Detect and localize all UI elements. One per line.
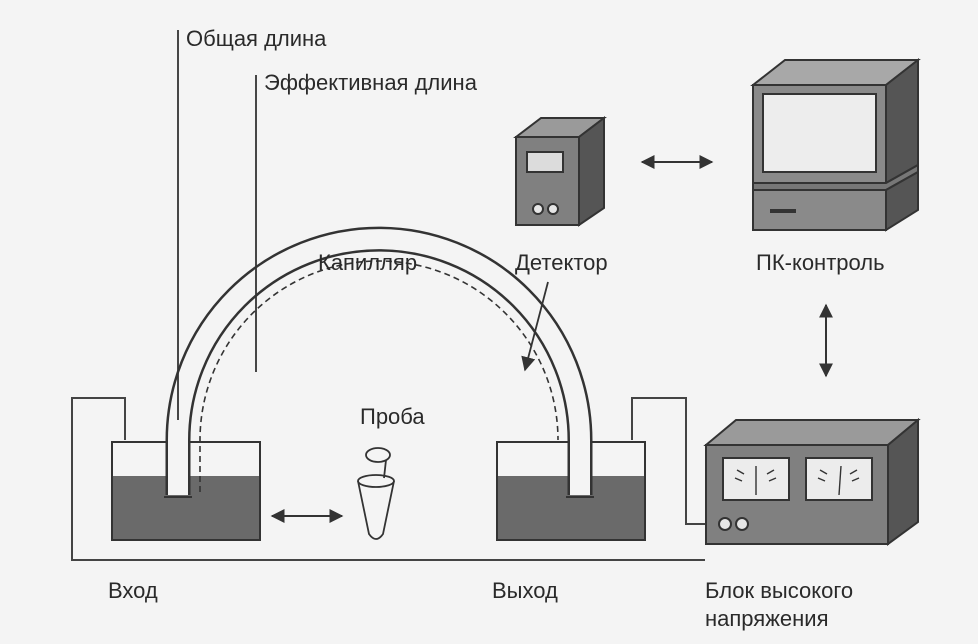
label-sample: Проба — [360, 404, 425, 429]
connection-arrows — [270, 155, 833, 523]
label-effective-length: Эффективная длина — [264, 70, 477, 95]
label-outlet: Выход — [492, 578, 558, 603]
label-pc-control: ПК-контроль — [756, 250, 885, 275]
detector-box — [513, 115, 607, 227]
label-capillary: Капилляр — [318, 250, 418, 275]
electrical-circuit — [71, 397, 712, 561]
label-hv-line2: напряжения — [705, 606, 829, 631]
high-voltage-box — [703, 417, 921, 546]
label-hv-line1: Блок высокого — [705, 578, 854, 603]
gauge-needles — [734, 465, 860, 496]
pointer-lines — [177, 30, 549, 420]
label-inlet: Вход — [108, 578, 158, 603]
sample-tube — [357, 447, 395, 540]
label-total-length: Общая длина — [186, 26, 327, 51]
capillary-tube — [164, 226, 594, 498]
label-detector: Детектор — [515, 250, 608, 275]
pc-monitor — [750, 57, 921, 232]
